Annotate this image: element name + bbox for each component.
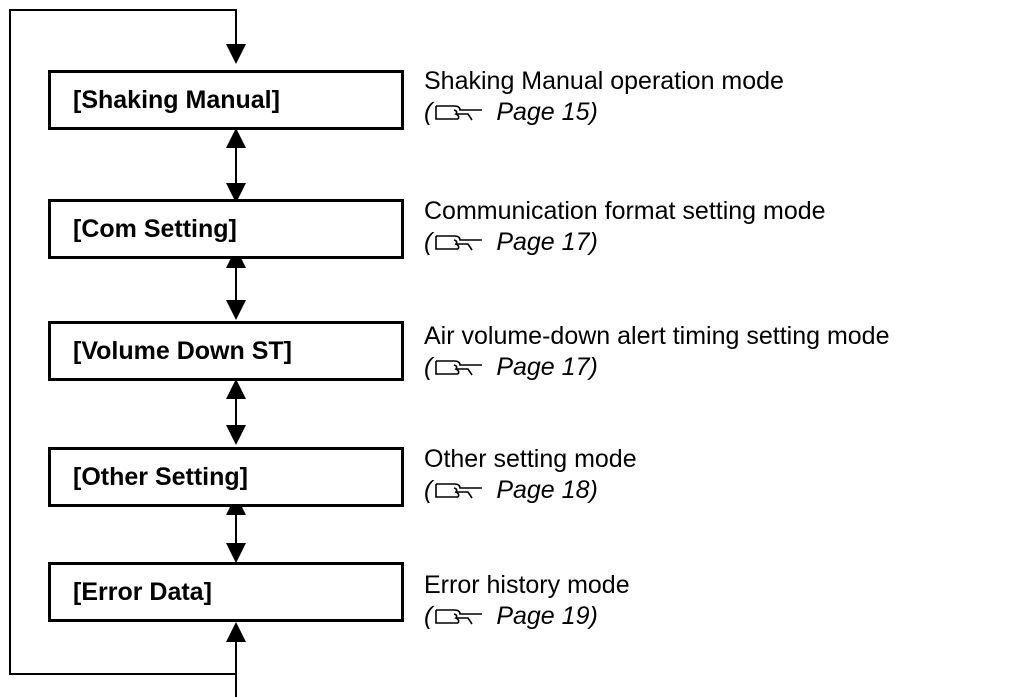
pointing-hand-icon [434,232,486,252]
mode-box-shaking-manual: [Shaking Manual] [48,70,404,130]
page-ref-text: Page 17) [496,353,598,381]
description-text: Shaking Manual operation mode [424,67,784,95]
page-reference: ( Page 15) [424,97,784,128]
arrow-into-first-box [226,44,246,64]
paren: ( [424,476,433,504]
mode-description-other-setting: Other setting mode ( Page 18) [424,444,637,506]
page-reference: ( Page 19) [424,601,630,632]
page-reference: ( Page 18) [424,475,637,506]
mode-description-shaking-manual: Shaking Manual operation mode ( Page 15) [424,66,784,128]
double-arrow-3-4 [226,379,246,445]
arrow-into-last-box [226,622,246,642]
page-reference: ( Page 17) [424,352,889,383]
mode-description-com-setting: Communication format setting mode ( Page … [424,196,826,258]
double-arrow-1-2 [226,128,246,203]
page-ref-text: Page 17) [496,228,598,256]
mode-label: [Error Data] [73,577,212,606]
paren: ( [424,602,433,630]
description-text: Air volume-down alert timing setting mod… [424,322,890,350]
mode-description-error-data: Error history mode ( Page 19) [424,570,630,632]
mode-label: [Shaking Manual] [73,85,280,114]
paren: ( [424,353,433,381]
mode-box-error-data: [Error Data] [48,562,404,622]
pointing-hand-icon [434,357,486,377]
mode-label: [Com Setting] [73,214,237,243]
mode-box-other-setting: [Other Setting] [48,447,404,507]
description-text: Communication format setting mode [424,197,826,225]
page-ref-text: Page 18) [496,476,598,504]
pointing-hand-icon [434,102,486,122]
pointing-hand-icon [434,480,486,500]
paren: ( [424,98,433,126]
page-reference: ( Page 17) [424,227,826,258]
description-text: Error history mode [424,571,630,599]
mode-description-volume-down-st: Air volume-down alert timing setting mod… [424,321,889,383]
pointing-hand-icon [434,606,486,626]
mode-label: [Other Setting] [73,462,248,491]
page-ref-text: Page 15) [496,98,598,126]
mode-box-volume-down-st: [Volume Down ST] [48,321,404,381]
page-ref-text: Page 19) [496,602,598,630]
description-text: Other setting mode [424,445,637,473]
mode-label: [Volume Down ST] [73,336,292,365]
paren: ( [424,228,433,256]
mode-box-com-setting: [Com Setting] [48,199,404,259]
